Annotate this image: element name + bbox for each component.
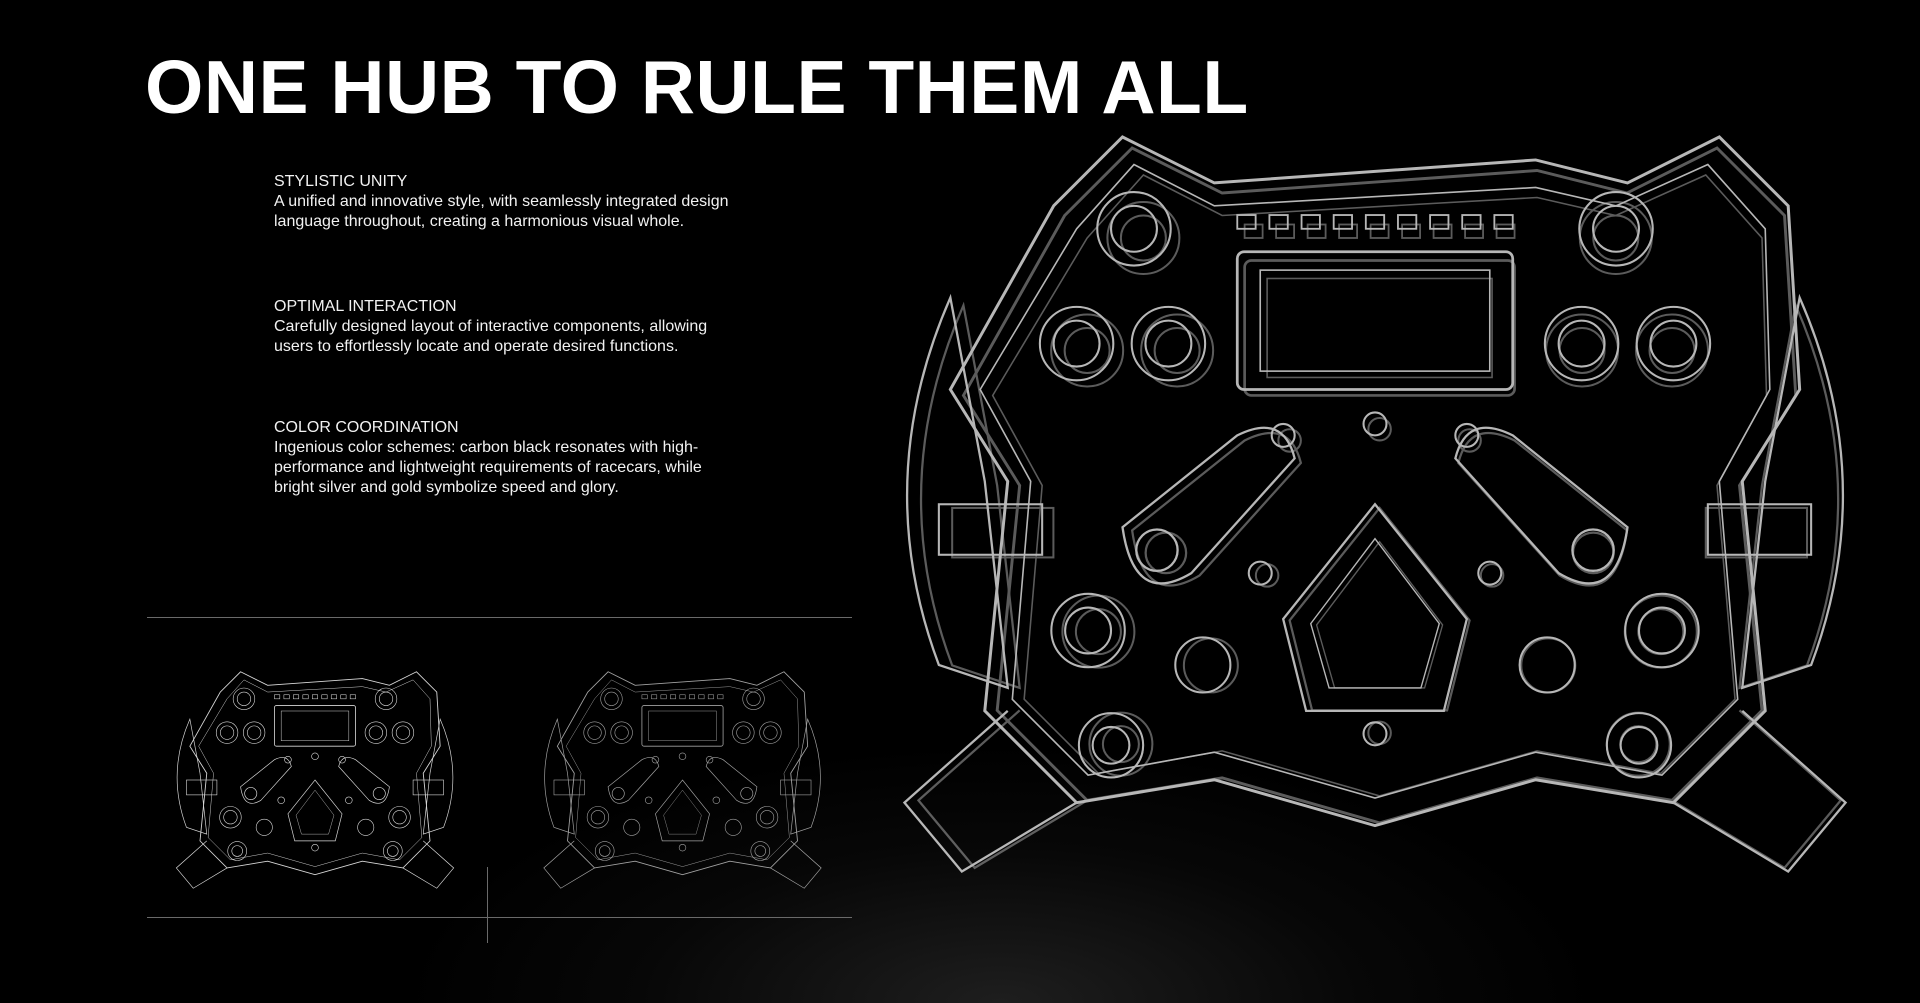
divider-vertical <box>487 867 488 943</box>
feature-heading: OPTIMAL INTERACTION <box>274 298 457 315</box>
wheel-xray-main-illustration <box>902 135 1848 874</box>
feature-heading: COLOR COORDINATION <box>274 419 459 436</box>
feature-heading: STYLISTIC UNITY <box>274 173 408 190</box>
feature-body: Ingenious color schemes: carbon black re… <box>274 439 702 496</box>
divider-bottom <box>147 917 852 918</box>
feature-color-coordination: COLOR COORDINATION Ingenious color schem… <box>274 418 734 498</box>
feature-body: Carefully designed layout of interactive… <box>274 318 708 355</box>
feature-stylistic-unity: STYLISTIC UNITY A unified and innovative… <box>274 172 734 232</box>
feature-body: A unified and innovative style, with sea… <box>274 193 729 230</box>
feature-optimal-interaction: OPTIMAL INTERACTION Carefully designed l… <box>274 297 734 357</box>
wheel-front-view-illustration <box>175 671 455 889</box>
wheel-rear-view-illustration <box>543 671 822 889</box>
divider-top <box>147 617 852 618</box>
page-title: ONE HUB TO RULE THEM ALL <box>145 45 1249 129</box>
